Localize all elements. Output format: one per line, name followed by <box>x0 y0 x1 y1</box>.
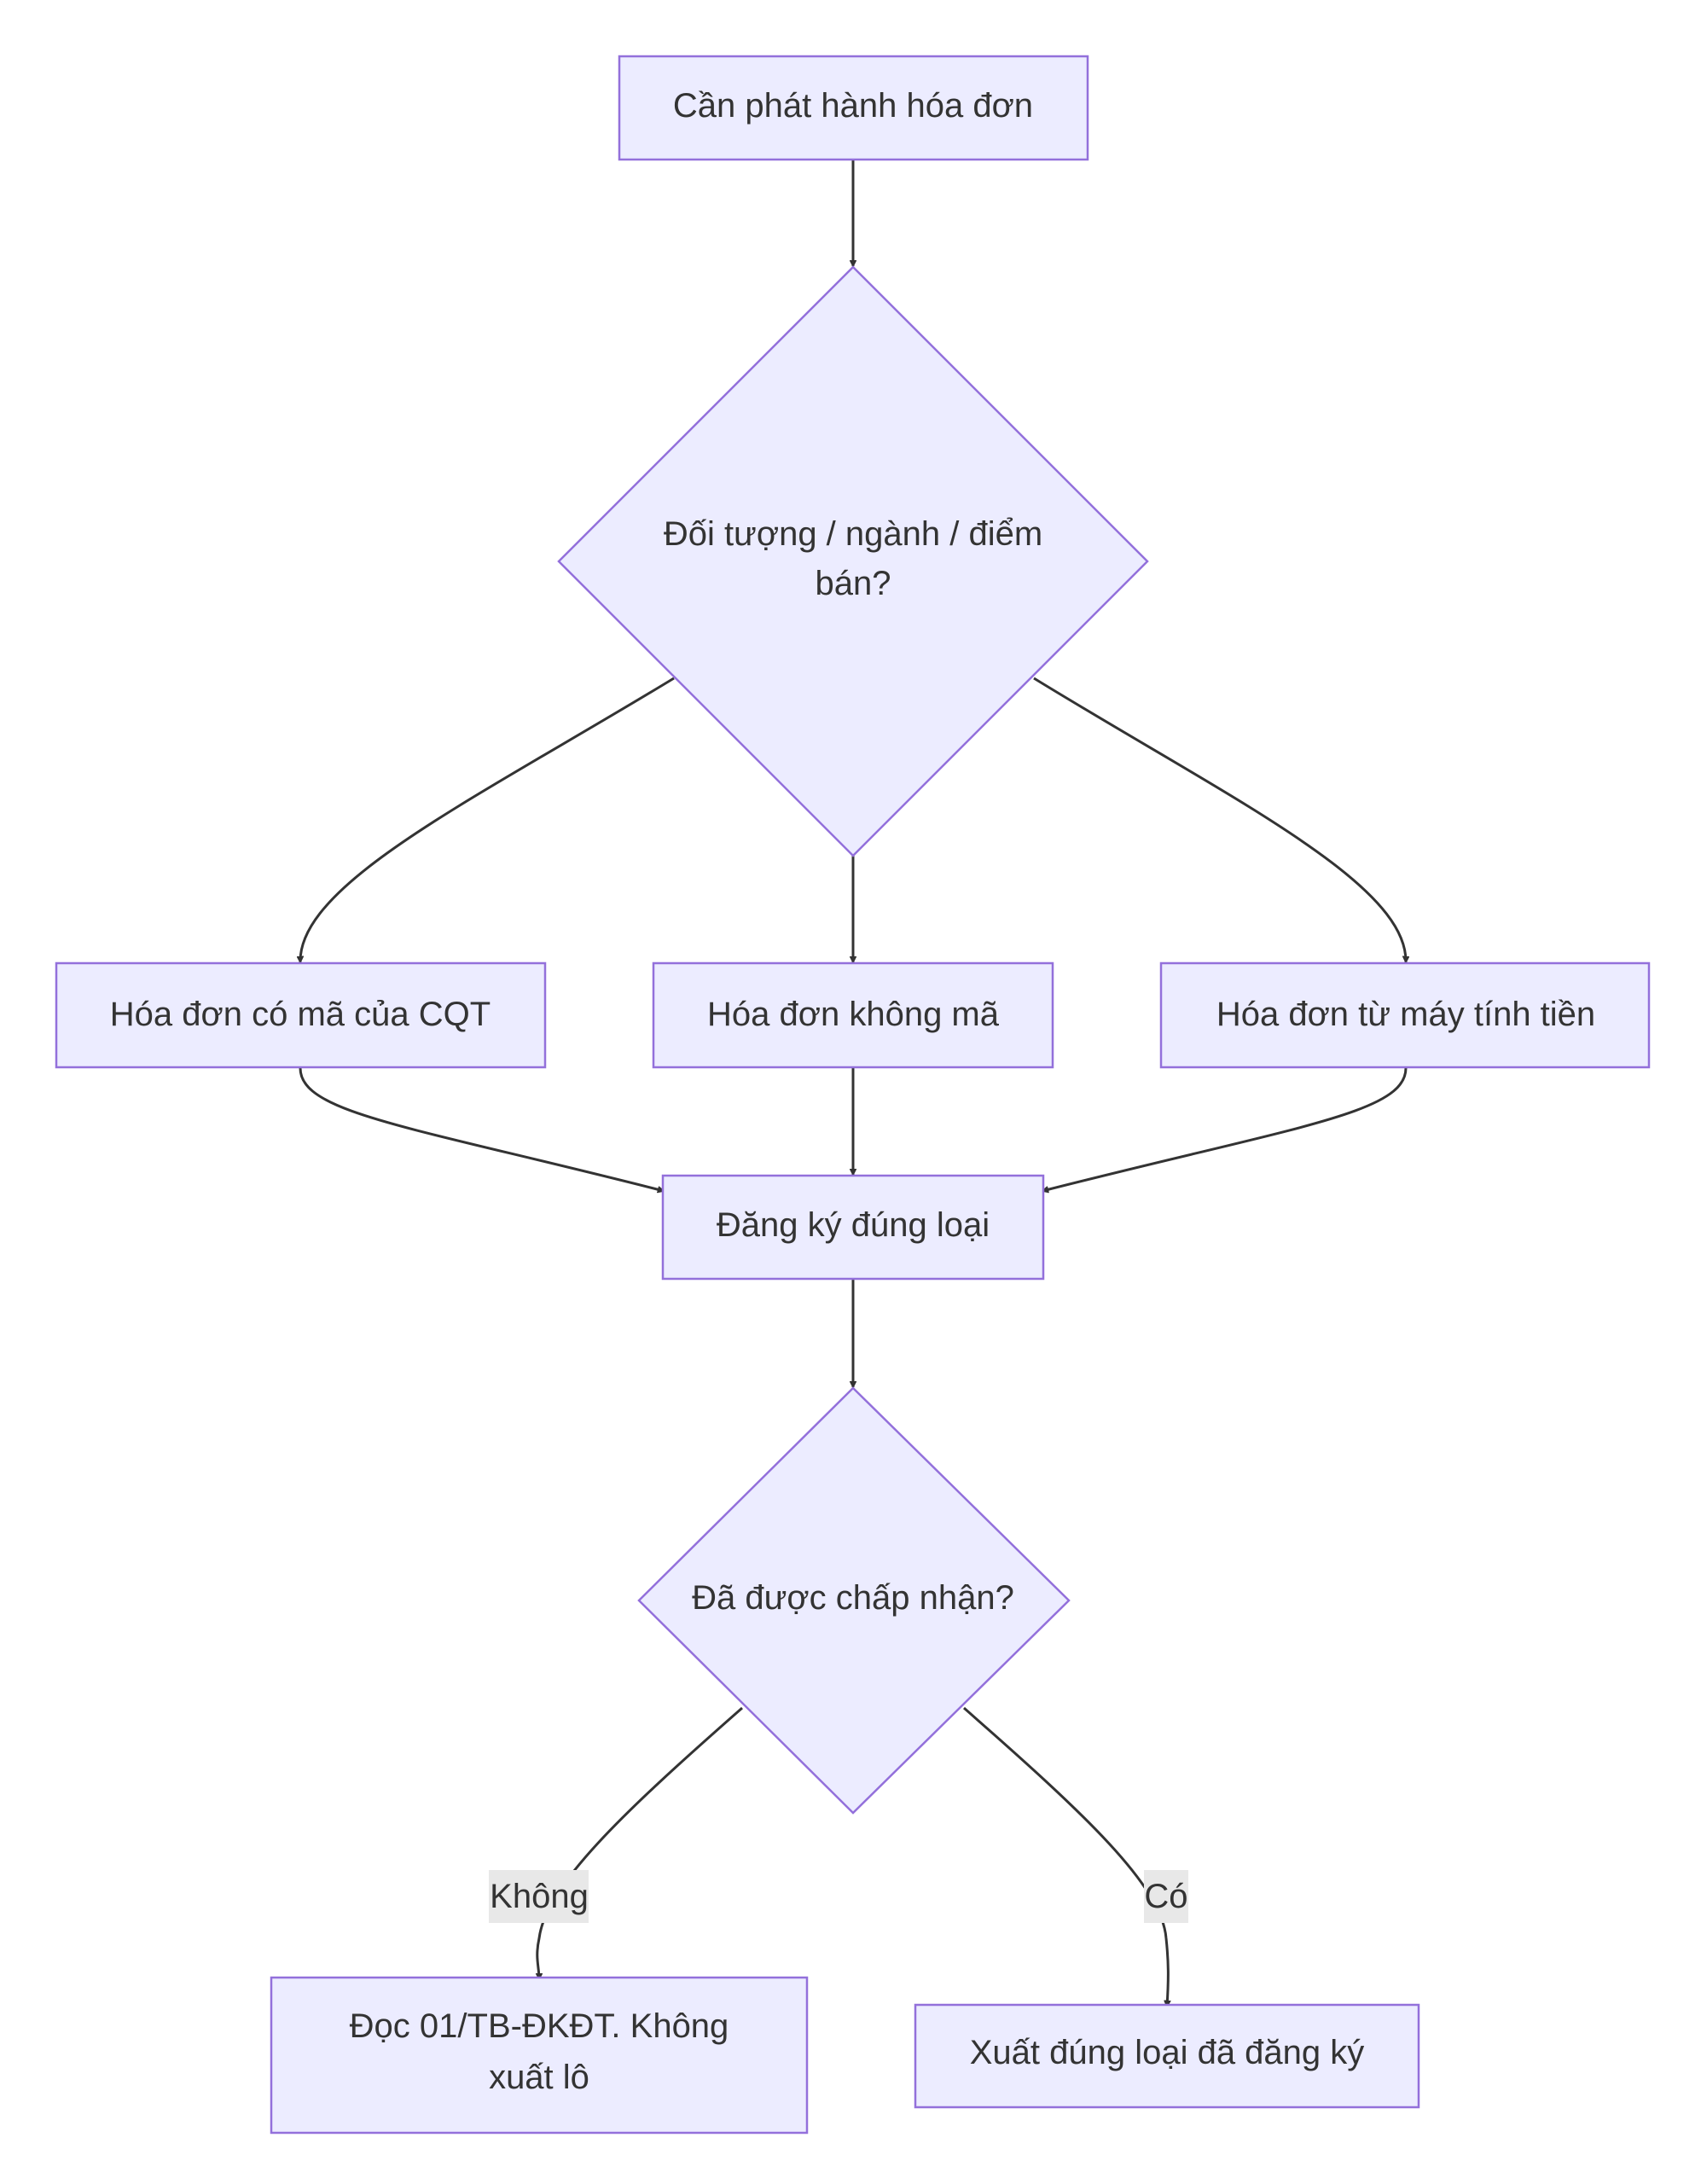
node-start-label: Cần phát hành hóa đơn <box>673 87 1033 125</box>
node-register-label: Đăng ký đúng loại <box>717 1206 990 1244</box>
node-invoice-cqt-box <box>55 961 547 1069</box>
node-invoice-cqt[interactable]: Hóa đơn có mã của CQT <box>55 961 547 1069</box>
edge-label-yes: Có <box>1144 1870 1188 1923</box>
edge-q-accepted-to-issue <box>963 1706 1168 2007</box>
edge-q-accepted-to-read-notice <box>537 1706 743 1979</box>
node-register[interactable]: Đăng ký đúng loại <box>661 1174 1045 1281</box>
edge-invoice-register-to-register <box>1042 1067 1408 1191</box>
node-question-type-label-line-1: Đối tượng / ngành / điểm <box>664 515 1042 553</box>
node-read-notice-label-line-2: xuất lô <box>489 2059 589 2096</box>
node-register-box <box>661 1174 1045 1281</box>
node-invoice-register-box <box>1159 961 1651 1069</box>
node-question-accepted[interactable]: Đã được chấp nhận? <box>637 1386 1071 1815</box>
edge-invoice-cqt-to-register <box>299 1067 664 1191</box>
node-question-accepted-label: Đã được chấp nhận? <box>692 1579 1014 1617</box>
edge-q-type-to-invoice-cqt <box>300 677 675 962</box>
node-invoice-nocode-label: Hóa đơn không mã <box>707 996 1000 1033</box>
node-invoice-cqt-label: Hóa đơn có mã của CQT <box>110 996 491 1033</box>
node-invoice-nocode-box <box>652 961 1054 1069</box>
edge-labels: Không Có <box>489 1870 1188 1923</box>
node-question-type[interactable]: Đối tượng / ngành / điểm bán? <box>557 265 1149 857</box>
node-question-type-label-line-2: bán? <box>816 565 891 602</box>
edge-label-no-background <box>489 1870 589 1923</box>
node-question-accepted-diamond <box>637 1386 1071 1815</box>
node-read-notice-label-line-1: Đọc 01/TB-ĐKĐT. Không <box>350 2007 729 2045</box>
node-start[interactable]: Cần phát hành hóa đơn <box>618 55 1089 161</box>
node-invoice-register[interactable]: Hóa đơn từ máy tính tiền <box>1159 961 1651 1069</box>
node-issue-label: Xuất đúng loại đã đăng ký <box>970 2034 1365 2071</box>
nodes: Cần phát hành hóa đơn Đối tượng / ngành … <box>55 55 1651 2135</box>
edge-label-no-text: Không <box>490 1878 589 1915</box>
node-question-type-diamond <box>557 265 1149 857</box>
edge-label-yes-text: Có <box>1144 1878 1187 1915</box>
edge-label-yes-background <box>1144 1870 1188 1923</box>
node-issue[interactable]: Xuất đúng loại đã đăng ký <box>914 2003 1420 2109</box>
edge-label-no: Không <box>489 1870 589 1923</box>
node-invoice-register-label: Hóa đơn từ máy tính tiền <box>1216 996 1595 1033</box>
node-invoice-nocode[interactable]: Hóa đơn không mã <box>652 961 1054 1069</box>
node-issue-box <box>914 2003 1420 2109</box>
node-start-box <box>618 55 1089 161</box>
node-read-notice-box <box>270 1976 809 2135</box>
node-read-notice[interactable]: Đọc 01/TB-ĐKĐT. Không xuất lô <box>270 1976 809 2135</box>
edge-q-type-to-invoice-register <box>1033 677 1406 962</box>
